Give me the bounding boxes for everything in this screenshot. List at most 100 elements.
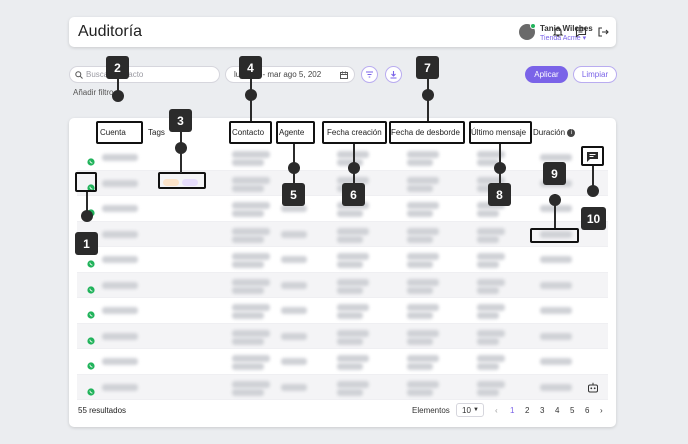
table-row[interactable] [77,323,608,349]
apply-button[interactable]: Aplicar [525,66,568,83]
column-header-duration[interactable]: Duración i [533,128,576,137]
redacted-cell [232,151,270,158]
page-1[interactable]: 1 [510,406,515,415]
marker-1: 1 [75,232,98,255]
bot-icon[interactable] [587,380,599,393]
logout-icon[interactable] [596,25,610,39]
column-header-agent[interactable]: Agente [279,128,305,137]
results-count: 55 resultados [78,406,127,415]
tag-chip [182,178,198,186]
redacted-cell [232,176,270,184]
page-5[interactable]: 5 [570,406,575,415]
redacted-cell [102,256,138,263]
tag-chip [163,178,179,186]
marker-4: 4 [239,56,262,79]
table-row[interactable] [77,272,608,298]
table-row[interactable] [77,374,608,400]
redacted-cell [232,388,264,396]
filter-button[interactable] [361,66,378,83]
redacted-cell [407,253,439,260]
table-row[interactable] [77,247,608,273]
page-2[interactable]: 2 [525,406,530,415]
redacted-cell [232,184,264,192]
marker-dot-6 [348,162,360,174]
page-size-select[interactable]: 10 ▼ [456,403,484,417]
redacted-cell [102,332,138,340]
redacted-cell [337,210,363,217]
redacted-cell [102,281,138,289]
prev-page-icon[interactable]: ‹ [495,406,498,415]
redacted-cell [540,307,572,314]
table-row[interactable] [77,298,608,324]
redacted-cell [477,363,499,370]
table-row[interactable] [77,349,608,375]
redacted-cell [477,312,499,319]
redacted-cell [102,154,138,161]
redacted-cell [540,154,572,161]
redacted-cell [477,253,505,260]
column-header-created-date[interactable]: Fecha creación [327,128,382,137]
redacted-cell [477,227,505,235]
redacted-cell [407,184,433,192]
column-header-account[interactable]: Cuenta [100,128,126,137]
whatsapp-icon [87,179,95,197]
marker-2: 2 [106,56,129,79]
bell-icon[interactable] [551,25,565,39]
redacted-cell [477,235,499,243]
download-icon [390,71,397,79]
redacted-cell [407,227,439,235]
highlight-contact-header [229,121,272,144]
redacted-cell [477,159,499,166]
column-header-overflow-date[interactable]: Fecha de desborde [391,128,460,137]
redacted-cell [407,159,433,166]
column-header-last-message[interactable]: Último mensaje [471,128,527,137]
marker-dot-4 [245,89,257,101]
chevron-down-icon: ▼ [473,407,479,413]
highlight-created-header [322,121,387,144]
redacted-cell [281,281,307,289]
redacted-cell [540,205,572,212]
redacted-cell [407,176,439,184]
store-selector[interactable]: Tienda Acme ▾ [540,34,586,42]
table-row[interactable] [77,221,608,247]
redacted-cell [337,337,363,345]
date-range-text: lu 2025 - mar ago 5, 202 [234,70,322,79]
calendar-icon [340,71,348,79]
search-icon [75,71,83,79]
column-header-tags[interactable]: Tags [148,128,165,137]
marker-5: 5 [282,183,305,206]
search-input[interactable]: Buscar contacto [69,66,220,83]
page-6[interactable]: 6 [585,406,590,415]
chat-icon[interactable] [586,150,599,162]
redacted-cell [477,176,505,184]
redacted-cell [102,383,138,391]
redacted-cell [232,227,270,235]
connector-9 [554,194,556,228]
redacted-cell [232,278,270,286]
connector-3b [180,147,182,173]
redacted-cell [102,307,138,314]
connector-1 [86,192,88,216]
message-icon[interactable] [574,25,588,39]
redacted-cell [477,380,505,388]
connector-10 [592,166,594,190]
redacted-cell [232,261,264,268]
redacted-cell [477,151,505,158]
next-page-icon[interactable]: › [600,406,603,415]
marker-dot-1 [81,210,93,222]
add-filter-link[interactable]: Añadir filtro [73,88,114,97]
redacted-cell [477,337,499,345]
table-row[interactable] [77,145,608,171]
page-4[interactable]: 4 [555,406,560,415]
redacted-cell [407,261,433,268]
redacted-cell [232,235,264,243]
marker-7: 7 [416,56,439,79]
column-header-contact[interactable]: Contacto [232,128,265,137]
page-size-value: 10 [462,405,471,415]
redacted-cell [337,355,369,362]
download-button[interactable] [385,66,402,83]
clear-button[interactable]: Limpiar [573,66,617,83]
redacted-cell [477,278,505,286]
page-3[interactable]: 3 [540,406,545,415]
redacted-cell [337,312,363,319]
